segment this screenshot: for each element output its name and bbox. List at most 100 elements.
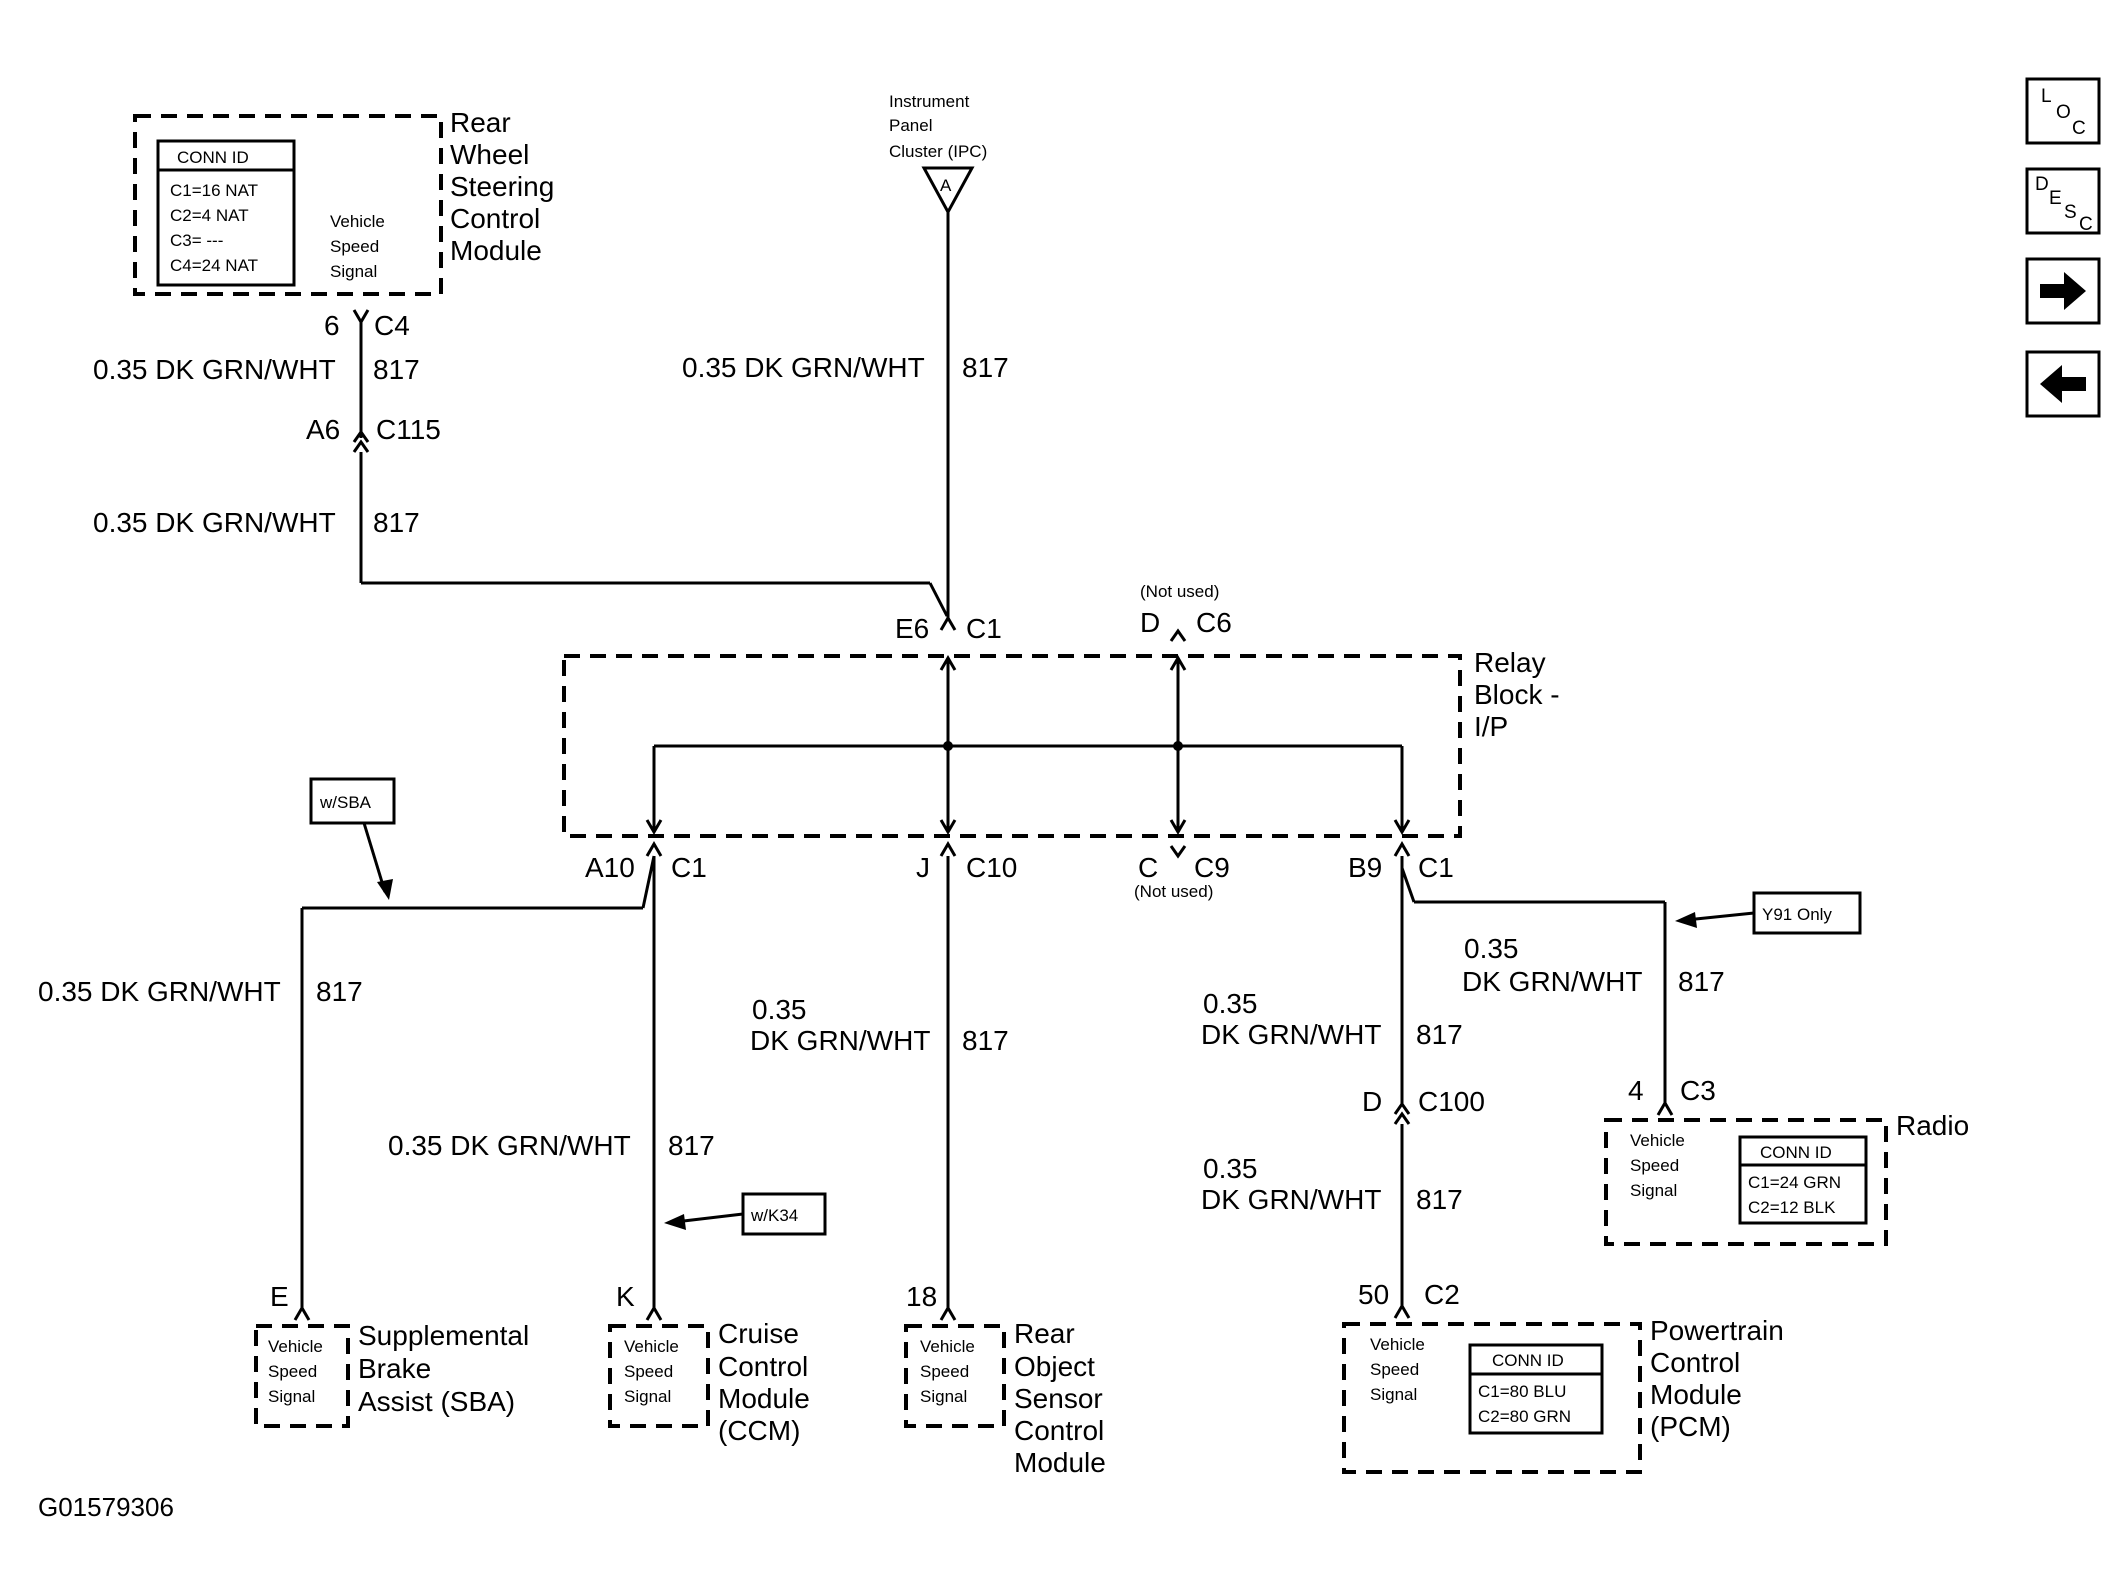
wire-label: 0.35 DK GRN/WHT — [388, 1130, 631, 1161]
vss-label: Signal — [624, 1387, 671, 1406]
conn-id-row: C2=4 NAT — [170, 206, 249, 225]
pin-label: 50 — [1358, 1279, 1389, 1310]
next-button[interactable] — [2025, 257, 2101, 325]
relay-block-ip: Relay Block - I/P — [562, 647, 1560, 838]
module-name: (PCM) — [1650, 1411, 1731, 1442]
vss-label: Vehicle — [268, 1337, 323, 1356]
option-tag-sba — [309, 777, 396, 825]
connector-c6: (Not used) D C6 — [1140, 582, 1232, 642]
desc-letter-s: S — [2064, 202, 2077, 223]
pin-label: 6 — [324, 310, 340, 341]
connector-label: C6 — [1196, 607, 1232, 638]
module-name: (CCM) — [718, 1415, 800, 1446]
conn-id-row: C1=16 NAT — [170, 181, 258, 200]
vss-label: Speed — [920, 1362, 969, 1381]
module-name: Panel — [889, 116, 932, 135]
conn-id-table-rwsc — [156, 139, 296, 287]
supplemental-brake-assist-module: Vehicle Speed Signal Supplemental Brake … — [254, 1320, 529, 1428]
loc-letter-l: L — [2041, 86, 2052, 107]
wire-label: 0.35 DK GRN/WHT — [682, 352, 925, 383]
wire-color-label: DK GRN/WHT — [1201, 1019, 1381, 1050]
vss-label: Speed — [1370, 1360, 1419, 1379]
conn-id-table-pcm — [1468, 1343, 1604, 1435]
pin-label: D — [1140, 607, 1160, 638]
vss-label: Signal — [1630, 1181, 1677, 1200]
module-name: Control — [718, 1351, 808, 1382]
pin-label: E — [270, 1281, 289, 1312]
conn-id-header: CONN ID — [1760, 1143, 1832, 1162]
module-name: Control — [450, 203, 540, 234]
vss-label: Vehicle — [1630, 1131, 1685, 1150]
circuit-label: 817 — [1416, 1184, 1463, 1215]
option-label: w/SBA — [319, 793, 372, 812]
arrow-right-icon — [2040, 272, 2086, 310]
wire-color-label: DK GRN/WHT — [750, 1025, 930, 1056]
arrow-left-icon — [2040, 365, 2086, 403]
conn-id-row: C2=80 GRN — [1478, 1407, 1571, 1426]
prev-button[interactable] — [2025, 350, 2101, 418]
option-tag-k34 — [741, 1192, 827, 1236]
vss-label: Signal — [920, 1387, 967, 1406]
pin-label: B9 — [1348, 852, 1382, 883]
pin-label: K — [616, 1281, 635, 1312]
connector-label: C115 — [376, 414, 441, 445]
connector-label: C10 — [966, 852, 1017, 883]
pin-label: D — [1362, 1086, 1382, 1117]
conn-id-row: C4=24 NAT — [170, 256, 258, 275]
wire-label: 0.35 DK GRN/WHT — [93, 507, 336, 538]
connector-c9: C C9 (Not used) — [1134, 845, 1230, 901]
wire-rear-object-sensor: J C10 0.35 DK GRN/WHT 817 18 — [750, 841, 1017, 1321]
circuit-label: 817 — [373, 507, 420, 538]
conn-id-row: C1=80 BLU — [1478, 1382, 1566, 1401]
desc-button[interactable]: D E S C — [2025, 167, 2101, 235]
circuit-label: 817 — [373, 354, 420, 385]
wire-sba: A10 C1 0.35 DK GRN/WHT 817 w/SBA E — [38, 777, 707, 1321]
module-name: Radio — [1896, 1110, 1969, 1141]
vss-label: Vehicle — [624, 1337, 679, 1356]
module-name: Module — [450, 235, 542, 266]
circuit-label: 817 — [668, 1130, 715, 1161]
pin-label: 4 — [1628, 1075, 1644, 1106]
not-used-label: (Not used) — [1140, 582, 1219, 601]
module-name: Module — [1650, 1379, 1742, 1410]
module-name: Control — [1650, 1347, 1740, 1378]
module-name: Assist (SBA) — [358, 1386, 515, 1417]
vss-label: Signal — [330, 262, 377, 281]
option-label: Y91 Only — [1762, 905, 1832, 924]
desc-letter-e: E — [2049, 188, 2062, 209]
option-tag-y91 — [1752, 891, 1862, 935]
conn-id-row: C1=24 GRN — [1748, 1173, 1841, 1192]
wire-size-label: 0.35 — [1203, 1153, 1258, 1184]
module-name: Rear — [450, 107, 511, 138]
not-used-label: (Not used) — [1134, 882, 1213, 901]
vss-label: Signal — [1370, 1385, 1417, 1404]
option-label: w/K34 — [750, 1206, 798, 1225]
pin-label: A10 — [585, 852, 635, 883]
vss-label: Speed — [624, 1362, 673, 1381]
connector-label: C1 — [671, 852, 707, 883]
conn-id-row: C3= --- — [170, 231, 223, 250]
connector-label: C9 — [1194, 852, 1230, 883]
circuit-label: 817 — [962, 1025, 1009, 1056]
conn-id-row: C2=12 BLK — [1748, 1198, 1836, 1217]
module-name: Steering — [450, 171, 554, 202]
circuit-label: 817 — [962, 352, 1009, 383]
module-name: Brake — [358, 1353, 431, 1384]
connector-e6-c1: E6 C1 — [895, 613, 1002, 644]
wire-label: 0.35 DK GRN/WHT — [93, 354, 336, 385]
module-name: Relay — [1474, 647, 1546, 678]
pin-label: E6 — [895, 613, 929, 644]
connector-label: C1 — [1418, 852, 1454, 883]
wire-color-label: DK GRN/WHT — [1201, 1184, 1381, 1215]
module-name: Module — [1014, 1447, 1106, 1478]
figure-id: G01579306 — [38, 1492, 174, 1522]
circuit-label: 817 — [1678, 966, 1725, 997]
module-name: Cluster (IPC) — [889, 142, 987, 161]
rear-object-sensor-module: Vehicle Speed Signal Rear Object Sensor … — [904, 1318, 1106, 1478]
wire-size-label: 0.35 — [752, 994, 807, 1025]
wire-pcm-radio: B9 C1 0.35 DK GRN/WHT 817 D C100 0.35 DK… — [1201, 841, 1862, 1319]
module-name: I/P — [1474, 711, 1508, 742]
loc-button[interactable]: L O C — [2025, 77, 2101, 145]
desc-letter-d: D — [2035, 174, 2049, 195]
